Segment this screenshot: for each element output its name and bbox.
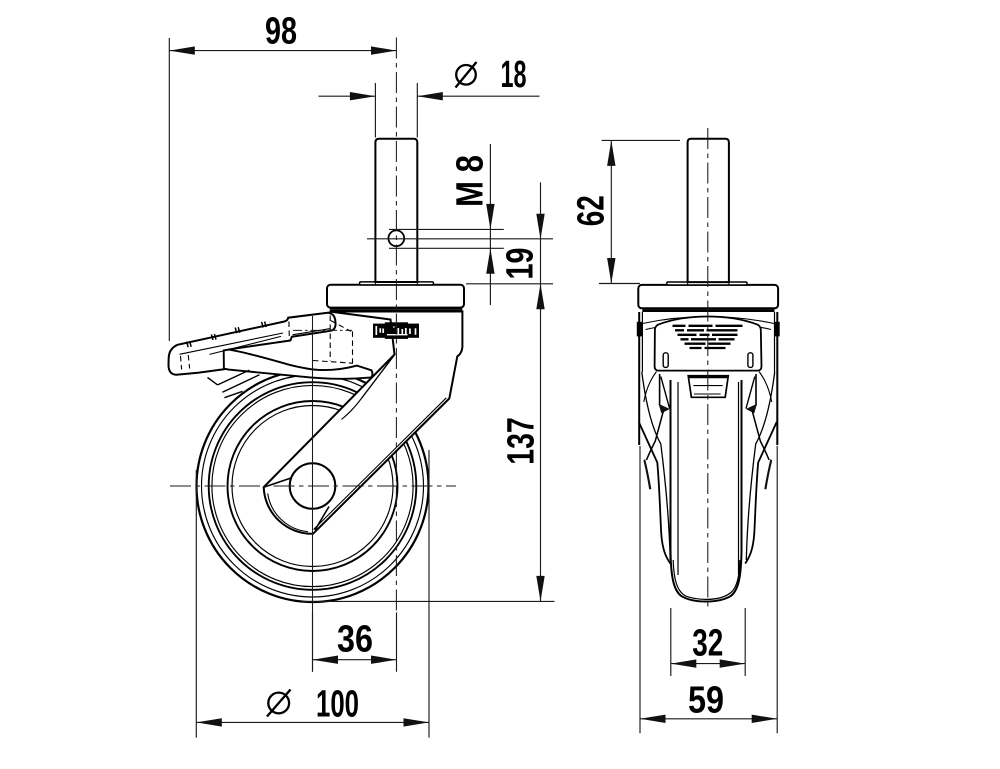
svg-text:36: 36 — [337, 618, 373, 660]
svg-text:M 8: M 8 — [450, 155, 492, 207]
svg-text:18: 18 — [501, 54, 527, 96]
svg-text:137: 137 — [501, 417, 543, 465]
svg-text:100: 100 — [316, 684, 359, 726]
svg-text:19: 19 — [500, 248, 542, 280]
svg-text:98: 98 — [265, 10, 297, 52]
svg-text:32: 32 — [692, 622, 723, 664]
svg-text:59: 59 — [688, 680, 724, 722]
svg-text:62: 62 — [571, 195, 613, 226]
